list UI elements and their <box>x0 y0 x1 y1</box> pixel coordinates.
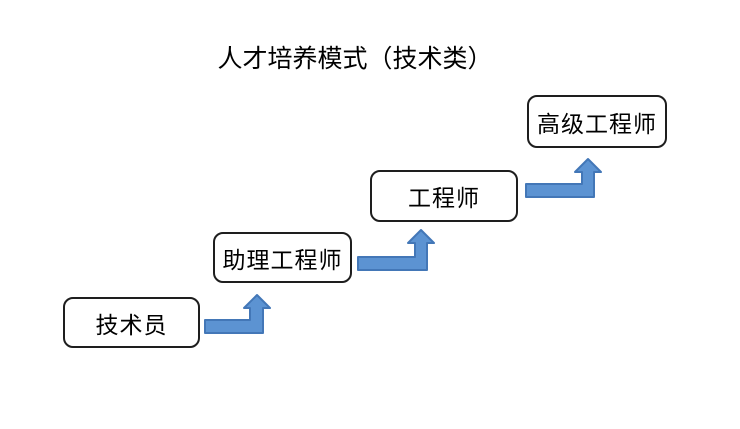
node-senior-engineer: 高级工程师 <box>527 95 667 148</box>
node-technician-label: 技术员 <box>95 312 168 338</box>
bent-up-arrow-icon-assistant-engineer-to-engineer <box>357 229 435 271</box>
node-assistant-engineer: 助理工程师 <box>213 232 352 283</box>
bent-up-arrow-icon-technician-to-assistant-engineer <box>204 294 271 334</box>
node-technician: 技术员 <box>63 297 200 348</box>
node-assistant-engineer-label: 助理工程师 <box>222 247 343 273</box>
node-engineer-label: 工程师 <box>408 186 480 211</box>
diagram-title: 人才培养模式（技术类） <box>217 46 493 73</box>
node-engineer: 工程师 <box>370 170 518 222</box>
node-senior-engineer-label: 高级工程师 <box>537 111 657 137</box>
bent-up-arrow-icon-engineer-to-senior-engineer <box>525 158 602 198</box>
